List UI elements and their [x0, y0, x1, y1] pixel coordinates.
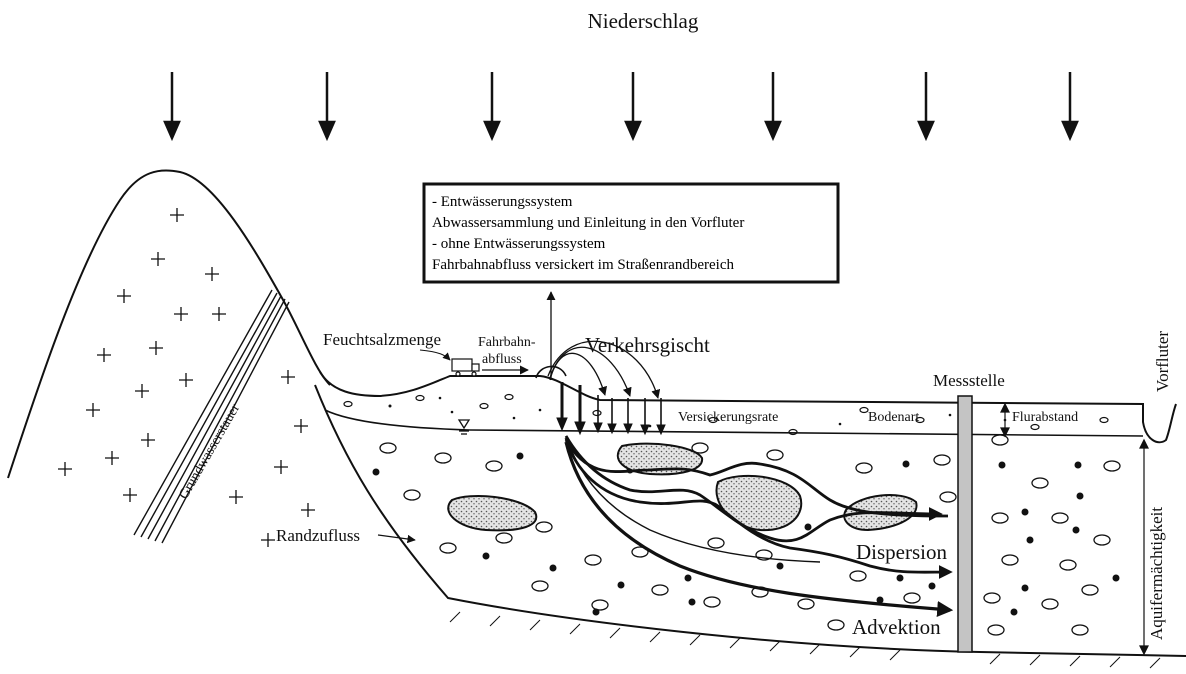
aquitard-hatch — [450, 612, 1160, 668]
mountain-outline — [8, 170, 330, 478]
dispersion-label: Dispersion — [856, 540, 947, 564]
edge-inflow-label: Randzufluss — [276, 526, 360, 545]
measuring-point-pipe — [958, 396, 972, 652]
depth-to-water-arrow — [1001, 404, 1009, 436]
road-runoff-label-1: Fahrbahn- — [478, 335, 536, 350]
aquifer-thickness-label: Aquifermächtigkeit — [1147, 507, 1166, 640]
receiving-water-label: Vorfluter — [1153, 331, 1172, 392]
precipitation-arrows — [165, 72, 1077, 138]
depth-to-water-label: Flurabstand — [1012, 410, 1078, 425]
infiltration-rate-label: Versickerungsrate — [678, 410, 778, 425]
groundwater-barrier-band — [134, 290, 289, 543]
traffic-spray-label: Verkehrsgischt — [585, 333, 710, 357]
info-box: - Entwässerungssystem Abwassersammlung u… — [424, 184, 838, 282]
wet-salt-label: Feuchtsalzmenge — [323, 330, 441, 349]
advection-label: Advektion — [852, 615, 941, 639]
info-box-line4: Fahrbahnabfluss versickert im Straßenran… — [432, 257, 734, 273]
water-table-symbol — [459, 420, 469, 434]
groundwater-barrier-label: Grundwasserstauer — [176, 401, 243, 502]
info-box-line3: - ohne Entwässerungssystem — [432, 236, 606, 252]
salt-spreader-truck — [452, 359, 479, 376]
precipitation-label: Niederschlag — [588, 9, 699, 33]
info-box-line1: - Entwässerungssystem — [432, 194, 573, 210]
measuring-point-label: Messstelle — [933, 371, 1005, 390]
info-box-line2: Abwassersammlung und Einleitung in den V… — [432, 215, 744, 231]
road-runoff-label-2: abfluss — [482, 352, 522, 367]
soil-type-label: Bodenart — [868, 410, 919, 425]
